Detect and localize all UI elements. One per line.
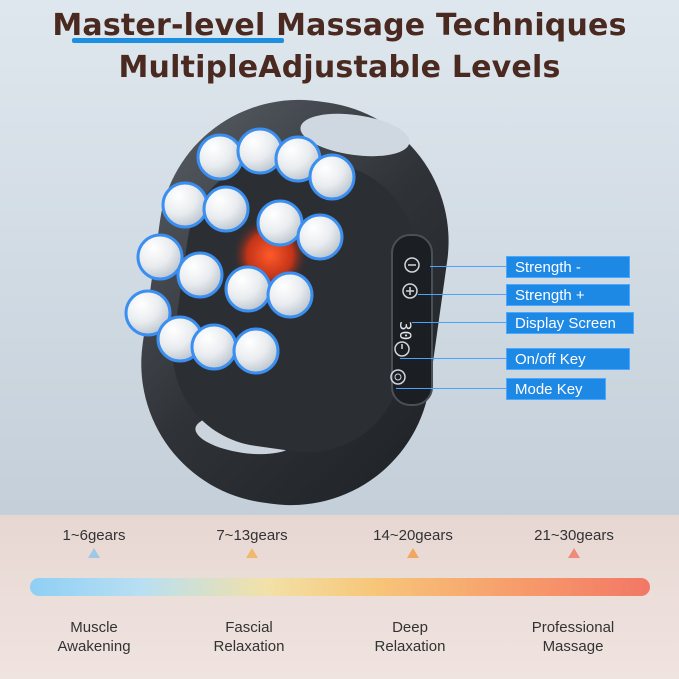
level-stage-1-line-2: Awakening <box>57 638 131 655</box>
level-marker-4 <box>568 548 580 558</box>
headline-line-2: MultipleAdjustable Levels <box>118 50 561 85</box>
massage-ball <box>236 127 284 175</box>
callout-mode-key: Mode Key <box>506 378 606 400</box>
leader-line-onoff <box>400 358 506 359</box>
leader-line-strength-plus <box>418 294 506 295</box>
callout-onoff-key: On/off Key <box>506 348 630 370</box>
level-age-3: 14~20gears <box>373 527 453 544</box>
massage-ball <box>124 289 172 337</box>
massage-ball <box>256 199 304 247</box>
leader-line-mode <box>396 388 506 389</box>
massage-ball <box>161 181 209 229</box>
level-marker-2 <box>246 548 258 558</box>
level-marker-1 <box>88 548 100 558</box>
massage-ball <box>232 327 280 375</box>
massager-device-illustration: 30 <box>124 99 449 506</box>
power-icon <box>394 341 410 357</box>
level-stage-3-line-2: Relaxation <box>374 638 446 655</box>
headline-accent-underline <box>72 38 284 43</box>
massage-ball <box>224 265 272 313</box>
massage-ball <box>202 185 250 233</box>
massage-ball <box>136 233 184 281</box>
level-stage-2-line-2: Relaxation <box>213 638 285 655</box>
minus-icon <box>404 257 420 273</box>
levels-panel <box>0 515 679 679</box>
headline-accent-text: Master-level <box>52 8 266 43</box>
intensity-gradient-bar <box>30 578 650 596</box>
headline-line-1: Master-level Massage Techniques <box>0 8 679 43</box>
massage-ball <box>190 323 238 371</box>
headline-rest-text: Massage Techniques <box>265 8 627 43</box>
level-marker-3 <box>407 548 419 558</box>
level-stage-2: Fascial Relaxation <box>179 618 319 656</box>
level-stage-1-line-1: Muscle <box>70 619 118 636</box>
level-age-1: 1~6gears <box>62 527 126 544</box>
level-stage-4-line-2: Massage <box>542 638 604 655</box>
level-stage-2-line-1: Fascial <box>225 619 273 636</box>
massage-balls <box>124 127 356 375</box>
leader-line-strength-minus <box>430 266 506 267</box>
level-stage-3: Deep Relaxation <box>340 618 480 656</box>
plus-icon <box>402 283 418 299</box>
callout-strength-plus: Strength + <box>506 284 630 306</box>
level-stage-1: Muscle Awakening <box>24 618 164 656</box>
leader-line-display <box>412 322 506 323</box>
callout-strength-minus: Strength - <box>506 256 630 278</box>
level-age-4: 21~30gears <box>534 527 614 544</box>
massage-ball <box>196 133 244 181</box>
mode-icon <box>390 369 406 385</box>
massage-ball <box>266 271 314 319</box>
massage-ball <box>308 153 356 201</box>
control-panel <box>391 234 433 406</box>
massage-ball <box>176 251 224 299</box>
display-screen-readout: 30 <box>396 321 415 340</box>
massage-ball <box>296 213 344 261</box>
callout-display-screen: Display Screen <box>506 312 634 334</box>
level-stage-4: Professional Massage <box>503 618 643 656</box>
level-age-2: 7~13gears <box>216 527 288 544</box>
level-stage-4-line-1: Professional <box>531 619 615 636</box>
level-stage-3-line-1: Deep <box>392 619 428 636</box>
top-handle-hole <box>300 113 410 157</box>
